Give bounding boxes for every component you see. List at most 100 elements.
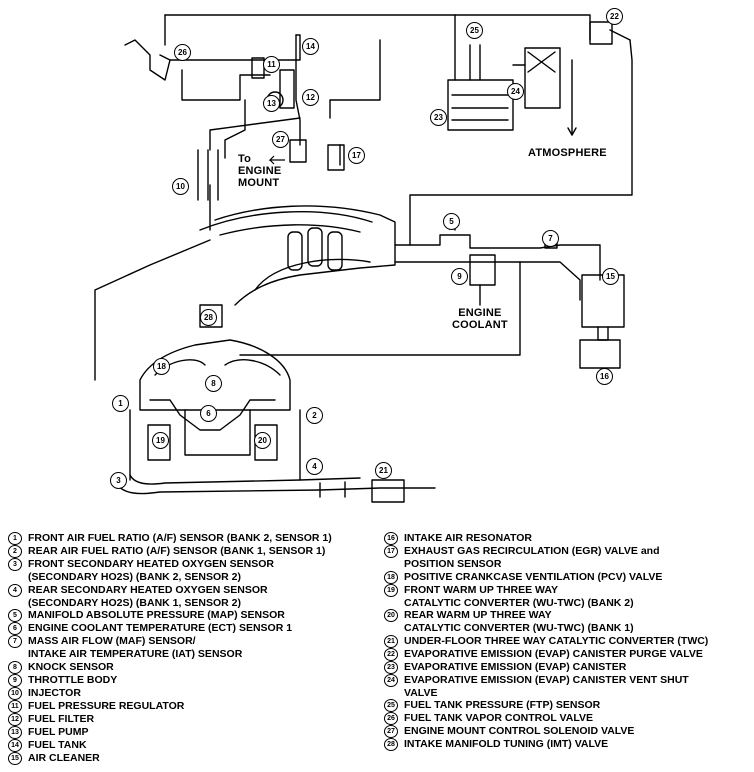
marker-12: 12 — [302, 89, 319, 106]
legend-item: VALVE — [384, 687, 708, 700]
legend-text: FUEL PRESSURE REGULATOR — [28, 699, 185, 712]
legend-item: POSITION SENSOR — [384, 558, 708, 571]
legend-item: 25 FUEL TANK PRESSURE (FTP) SENSOR — [384, 699, 708, 713]
legend-item: 11 FUEL PRESSURE REGULATOR — [8, 699, 332, 713]
marker-10: 10 — [172, 178, 189, 195]
marker-4: 4 — [306, 458, 323, 475]
legend-item: 28 INTAKE MANIFOLD TUNING (IMT) VALVE — [384, 738, 708, 752]
legend-number: 9 — [8, 673, 22, 687]
marker-2: 2 — [306, 407, 323, 424]
legend-number: 1 — [8, 532, 22, 545]
front-wu-twc — [147, 424, 171, 461]
throttle-body — [469, 254, 496, 286]
legend-number: 19 — [384, 583, 398, 597]
legend-text: FRONT WARM UP THREE WAY — [404, 583, 559, 596]
legend-number: 18 — [384, 570, 398, 584]
legend-text: KNOCK SENSOR — [28, 660, 114, 673]
fuel-filter — [279, 69, 295, 109]
legend-number: 2 — [8, 545, 22, 558]
legend-text: CATALYTIC CONVERTER (WU-TWC) (BANK 1) — [404, 622, 634, 635]
marker-25: 25 — [466, 22, 483, 39]
legend-number: 24 — [384, 673, 398, 687]
legend-text: INJECTOR — [28, 686, 81, 699]
marker-13: 13 — [263, 95, 280, 112]
underfloor-twc — [371, 479, 405, 503]
marker-8: 8 — [205, 375, 222, 392]
engine-coolant-label: ENGINE COOLANT — [452, 307, 508, 331]
legend-item: 8 KNOCK SENSOR — [8, 660, 332, 674]
legend-number: 3 — [8, 558, 22, 571]
marker-19: 19 — [152, 432, 169, 449]
marker-16: 16 — [596, 368, 613, 385]
legend-number: 25 — [384, 699, 398, 713]
marker-5: 5 — [443, 213, 460, 230]
legend-text: AIR CLEANER — [28, 751, 100, 764]
legend-text: (SECONDARY HO2S) (BANK 2, SENSOR 2) — [28, 571, 241, 583]
resonator-box — [579, 339, 621, 369]
legend-number: 15 — [8, 751, 22, 765]
intake-tube — [394, 234, 601, 281]
legend-item: 19 FRONT WARM UP THREE WAY — [384, 583, 708, 597]
legend-text: VALVE — [404, 686, 438, 699]
legend-item: 15 AIR CLEANER — [8, 751, 332, 765]
legend-text: MASS AIR FLOW (MAF) SENSOR/ — [28, 635, 196, 648]
marker-11: 11 — [263, 56, 280, 73]
legend-text: EVAPORATIVE EMISSION (EVAP) CANISTER — [404, 660, 627, 673]
vapor-control-valve — [124, 39, 171, 81]
intake-manifold — [214, 205, 396, 306]
engine-v — [129, 409, 301, 481]
legend-number: 8 — [8, 660, 22, 674]
fuel-rail-line — [209, 117, 301, 151]
legend-number: 7 — [8, 635, 22, 649]
marker-27: 27 — [272, 131, 289, 148]
legend-text: FUEL TANK PRESSURE (FTP) SENSOR — [404, 699, 601, 712]
marker-14: 14 — [302, 38, 319, 55]
marker-18: 18 — [153, 358, 170, 375]
legend-number: 11 — [8, 699, 22, 713]
legend-item: 7 MASS AIR FLOW (MAF) SENSOR/ — [8, 635, 332, 649]
marker-20: 20 — [254, 432, 271, 449]
exhaust-pipe — [114, 479, 436, 495]
legend-text: FRONT SECONDARY HEATED OXYGEN SENSOR — [28, 558, 275, 570]
legend-item: 20 REAR WARM UP THREE WAY — [384, 609, 708, 623]
marker-6: 6 — [200, 405, 217, 422]
legend-item: 3 FRONT SECONDARY HEATED OXYGEN SENSOR — [8, 558, 332, 571]
legend-text: ENGINE MOUNT CONTROL SOLENOID VALVE — [404, 725, 635, 738]
legend-text: REAR WARM UP THREE WAY — [404, 609, 552, 622]
legend-text: THROTTLE BODY — [28, 673, 118, 686]
legend-text: REAR SECONDARY HEATED OXYGEN SENSOR — [28, 583, 268, 596]
legend-text: ENGINE COOLANT TEMPERATURE (ECT) SENSOR … — [28, 622, 293, 635]
legend-number: 28 — [384, 738, 398, 752]
purge-valve — [589, 21, 613, 45]
legend-number: 27 — [384, 725, 398, 739]
marker-7: 7 — [542, 230, 559, 247]
marker-22: 22 — [606, 8, 623, 25]
legend-item: 9 THROTTLE BODY — [8, 673, 332, 687]
legend-number: 20 — [384, 609, 398, 623]
legend-number: 5 — [8, 609, 22, 623]
legend-text: INTAKE MANIFOLD TUNING (IMT) VALVE — [404, 738, 609, 751]
legend-text: CATALYTIC CONVERTER (WU-TWC) (BANK 2) — [404, 596, 634, 609]
legend-text: EVAPORATIVE EMISSION (EVAP) CANISTER VEN… — [404, 673, 689, 686]
legend-text: INTAKE AIR TEMPERATURE (IAT) SENSOR — [28, 648, 243, 661]
vapor-line-top — [164, 14, 591, 41]
legend-text: POSITION SENSOR — [404, 558, 502, 570]
marker-9: 9 — [451, 268, 468, 285]
legend-number: 13 — [8, 725, 22, 739]
legend-text: FUEL TANK — [28, 738, 87, 751]
marker-23: 23 — [430, 109, 447, 126]
marker-1: 1 — [112, 395, 129, 412]
vacuum-line-left — [94, 239, 211, 381]
